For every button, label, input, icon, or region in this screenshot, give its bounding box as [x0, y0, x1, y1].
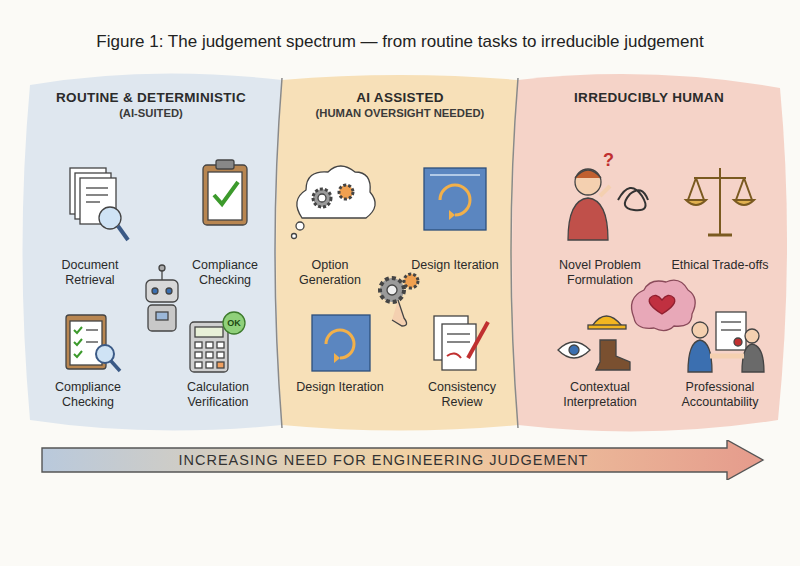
clipboard-icon: [203, 160, 247, 225]
task-label: Design Iteration: [296, 380, 384, 395]
task-label: Compliance Checking: [44, 380, 132, 410]
task-label: Document Retrieval: [46, 258, 134, 288]
person-knot-icon: ?: [568, 150, 648, 240]
task-label: Option Generation: [286, 258, 374, 288]
scale-icon: [686, 168, 754, 235]
separator: [275, 78, 282, 428]
document-icon: [70, 168, 128, 240]
column-panel: AI ASSISTED (HUMAN OVERSIGHT NEEDED): [284, 90, 516, 119]
arrow-label: INCREASING NEED FOR ENGINEERING JUDGEMEN…: [40, 440, 727, 480]
handshake-certificate-icon: [688, 312, 764, 372]
cloud-gears-icon: [292, 166, 376, 239]
arrow-band: INCREASING NEED FOR ENGINEERING JUDGEMEN…: [40, 440, 765, 480]
task-label: Novel Problem Formulation: [545, 258, 655, 288]
checklist-icon: [66, 315, 120, 371]
blueprint-icon: [312, 315, 370, 371]
brain-heart-icon: [632, 280, 696, 330]
calculator-icon: [190, 312, 245, 372]
gears-hand-icon: [380, 274, 418, 326]
badge-text: OK: [223, 319, 245, 328]
task-label: Design Iteration: [411, 258, 499, 273]
column-panel: IRREDUCIBLY HUMAN: [520, 90, 778, 105]
panel-ground: [276, 75, 518, 431]
column-heading: ROUTINE & DETERMINISTIC: [22, 90, 280, 105]
documents-pen-icon: [434, 316, 488, 370]
task-label: Ethical Trade-offs: [670, 258, 770, 273]
task-label: Contextual Interpretation: [545, 380, 655, 410]
column-heading: IRREDUCIBLY HUMAN: [520, 90, 778, 105]
separator: [511, 78, 518, 428]
task-label: Compliance Checking: [181, 258, 269, 288]
blueprint-icon: [424, 168, 486, 230]
panel-ground: [23, 74, 283, 431]
figure-title: Figure 1: The judgement spectrum — from …: [0, 32, 800, 52]
task-label: Professional Accountability: [665, 380, 775, 410]
column-panel: ROUTINE & DETERMINISTIC (AI-SUITED): [22, 90, 280, 119]
robot-icon: [146, 265, 178, 331]
svg-text:?: ?: [603, 150, 614, 170]
eye-hardhat-boot-icon: [558, 316, 630, 370]
panel-ground: [512, 74, 787, 431]
column-subheading: (HUMAN OVERSIGHT NEEDED): [284, 107, 516, 119]
column-heading: AI ASSISTED: [284, 90, 516, 105]
column-subheading: (AI-SUITED): [22, 107, 280, 119]
task-label: Calculation Verification: [172, 380, 264, 410]
task-label: Consistency Review: [416, 380, 508, 410]
